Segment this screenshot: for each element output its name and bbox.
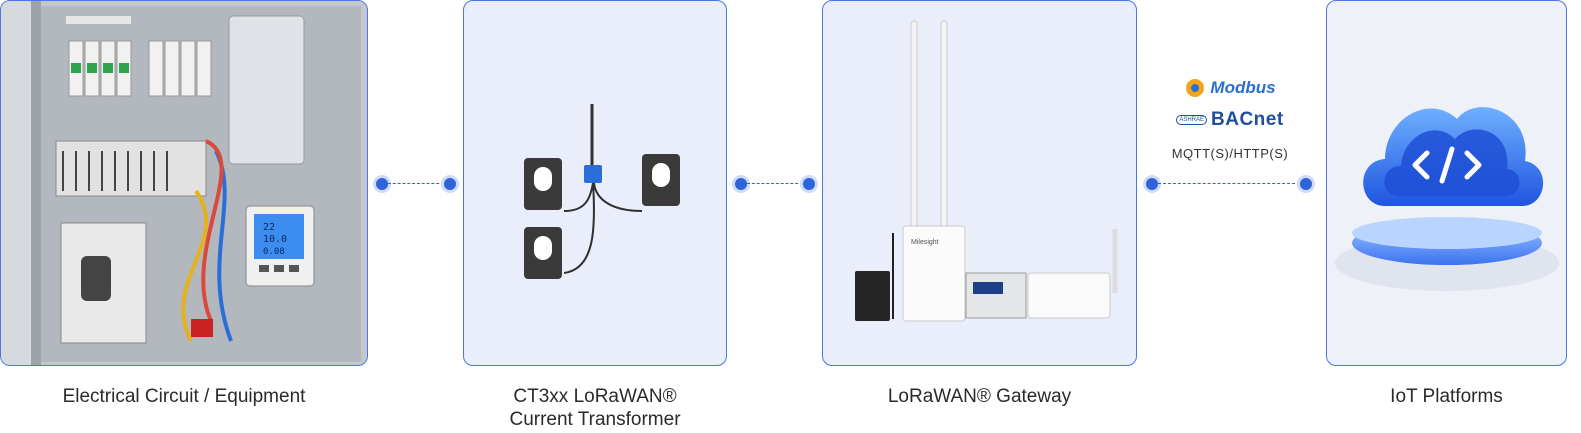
step-4-label: IoT Platforms [1390,386,1503,407]
connector-3 [1144,177,1314,191]
electrical-cabinet-image: 22 10.0 0.08 [1,1,367,365]
connector-2 [733,177,817,191]
bacnet-label: BACnet [1211,109,1284,130]
cloud-platform-image [1335,107,1559,291]
mqtt-http-label: MQTT(S)/HTTP(S) [1171,146,1289,161]
step-1-label: Electrical Circuit / Equipment [62,386,306,407]
meter-line-2: 10.0 [263,234,287,245]
electrical-equipment-card: 22 10.0 0.08 [0,0,368,366]
current-transformer-card [463,0,727,366]
gateway-brand: Milesight [911,239,939,246]
step-3-label: LoRaWAN® Gateway [887,386,1072,407]
modbus-logo-icon [1186,79,1205,97]
gateway-card: Milesight [822,0,1137,366]
connector-1 [374,177,458,191]
step-2-label-line-2: Current Transformer [509,409,681,430]
iot-platform-card [1326,0,1567,366]
ashrae-badge: ASHRAE [1176,115,1207,125]
meter-line-1: 22 [263,222,275,233]
protocols-group: Modbus ASHRAE BACnet MQTT(S)/HTTP(S) [1150,76,1310,161]
gateways-image: Milesight [855,20,1118,322]
step-2-label: CT3xx LoRaWAN® Current Transformer [463,385,727,431]
code-brackets-icon [1412,146,1482,184]
step-2-label-line-1: CT3xx LoRaWAN® [513,386,677,407]
current-transformer-image [524,104,680,279]
meter-line-3: 0.08 [263,247,285,257]
modbus-label: Modbus [1210,78,1276,97]
